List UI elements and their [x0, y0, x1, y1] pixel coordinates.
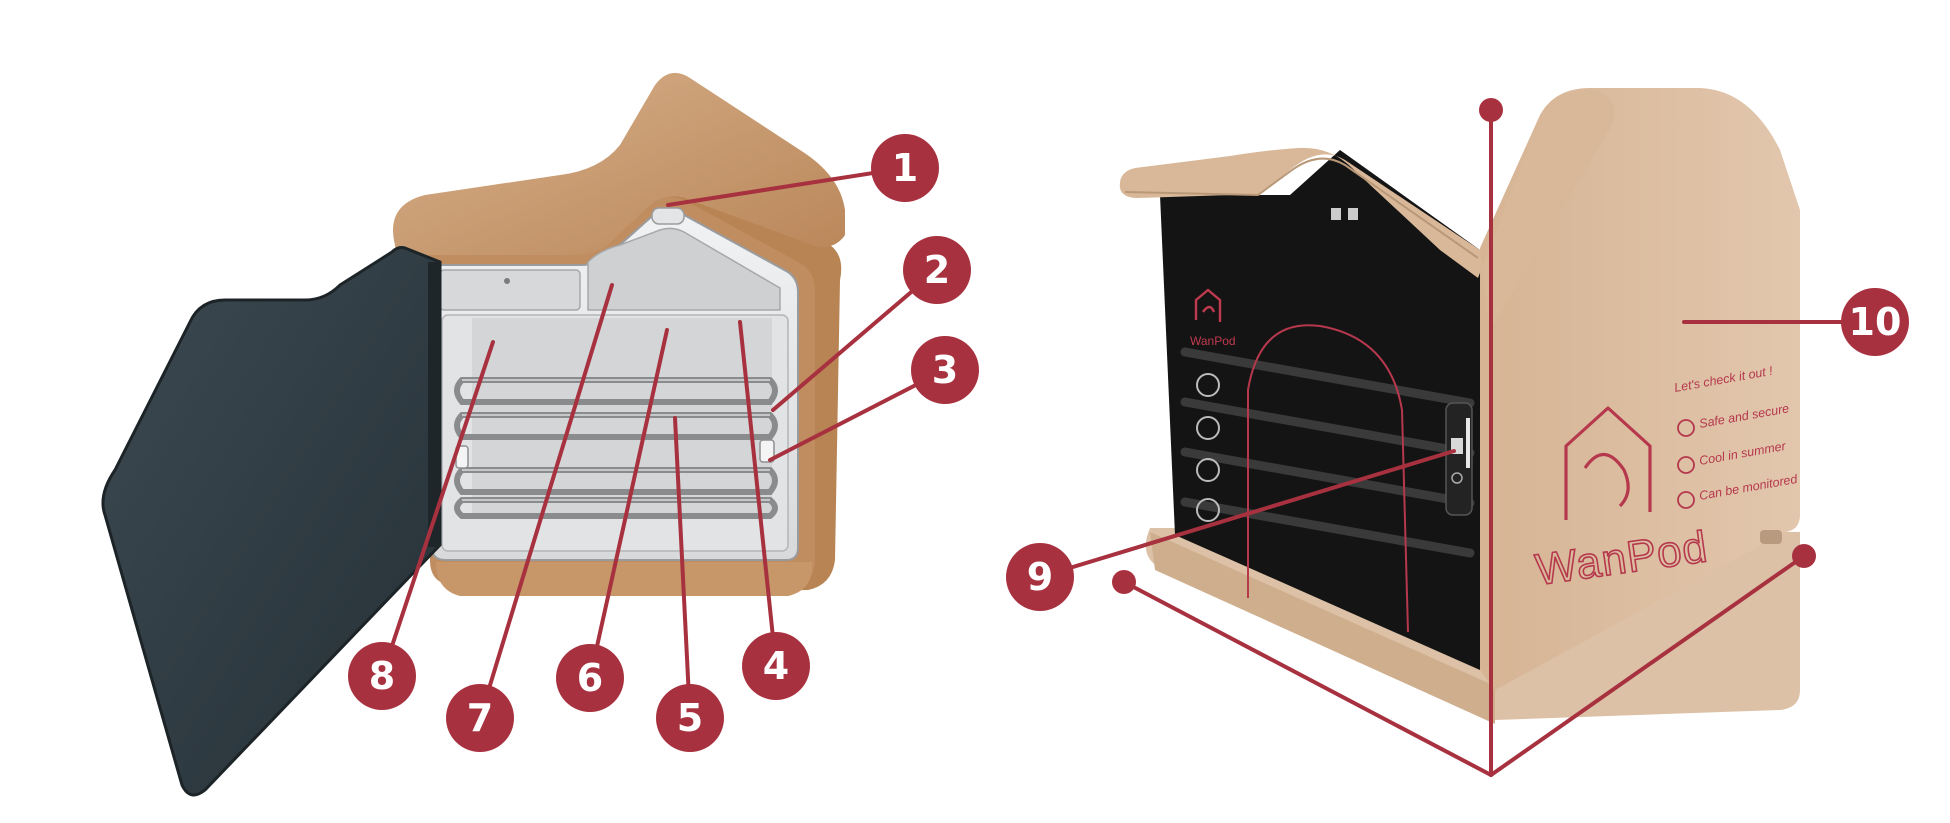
callout-number-8: 8: [369, 654, 395, 698]
callout-badge-10: [1841, 288, 1909, 356]
callout-leader-2: [771, 268, 939, 412]
shield-icon: [1677, 419, 1695, 437]
callout-badge-7: [446, 684, 514, 752]
callout-number-10: 10: [1849, 300, 1902, 344]
callout-number-3: 3: [932, 348, 958, 392]
side-connector: [759, 439, 775, 463]
left-upper-shelf: [439, 269, 581, 311]
callout-leader-4: [738, 320, 778, 668]
dimension-end-right: [1792, 544, 1816, 568]
callout-number-1: 1: [892, 146, 918, 190]
front-icon-column: [1196, 373, 1220, 522]
callout-badge-5: [656, 684, 724, 752]
callout-badge-4: [742, 632, 810, 700]
shelf-screw: [504, 278, 510, 284]
front-bars: [1180, 347, 1475, 558]
callout-leader-9: [1038, 449, 1456, 579]
dimension-end-left: [1112, 570, 1136, 594]
callout-number-5: 5: [677, 696, 703, 740]
callout-number-7: 7: [467, 696, 493, 740]
callout-leader-5: [673, 416, 692, 720]
left-unit-open: [101, 72, 845, 797]
callout-badge-3: [911, 336, 979, 404]
left-upper-gable-box: [587, 227, 781, 311]
dimension-endpoints: [1112, 98, 1816, 594]
right-foot: [1760, 530, 1782, 544]
house-dog-logo-icon: [1194, 288, 1222, 322]
door-hinge-strip: [428, 262, 440, 547]
callout-number-2: 2: [924, 248, 950, 292]
top-status-icon-b: [1348, 208, 1358, 220]
callout-badge-2: [903, 236, 971, 304]
top-status-icon-a: [1331, 208, 1341, 220]
front-brand-text: WanPod: [1190, 334, 1236, 348]
panel-bar: [1466, 418, 1470, 468]
callout-badge-1: [871, 134, 939, 202]
left-base: [436, 562, 813, 596]
right-unit-closed: WanPod WanPod Let's check it out ! Safe …: [1119, 88, 1800, 724]
house-dog-logo-icon: [1564, 406, 1652, 520]
callout-leader-8: [380, 340, 495, 678]
callout-leader-1: [666, 166, 907, 207]
camera-icon: [1677, 491, 1695, 509]
right-side-panel: [1480, 88, 1800, 690]
panel-button: [1451, 472, 1463, 484]
snowflake-icon: [1677, 456, 1695, 474]
control-panel: [1445, 402, 1473, 516]
callout-badge-6: [556, 644, 624, 712]
callout-leader-7: [478, 283, 614, 720]
front-arch: [1247, 324, 1409, 633]
front-logo: WanPod: [1190, 288, 1236, 348]
left-roof: [393, 72, 845, 263]
left-door: [101, 246, 442, 797]
callout-number-9: 9: [1027, 555, 1053, 599]
top-sensor: [651, 207, 685, 225]
heating-rods: [454, 377, 778, 519]
dimension-width: [1489, 554, 1806, 777]
callout-badge-9: [1006, 543, 1074, 611]
right-roof-edge: [1124, 157, 1479, 259]
callout-number-4: 4: [763, 644, 789, 688]
callout-number-6: 6: [577, 656, 603, 700]
callout-layer: 1 2 3 4 5 6 7 8 9 10: [348, 134, 1909, 752]
dimension-lines: [1122, 108, 1806, 777]
callout-badge-8: [348, 642, 416, 710]
dimension-end-top: [1479, 98, 1503, 122]
right-base-front: [1150, 532, 1495, 724]
dimension-depth: [1122, 580, 1493, 777]
callout-leader-6: [588, 328, 669, 680]
